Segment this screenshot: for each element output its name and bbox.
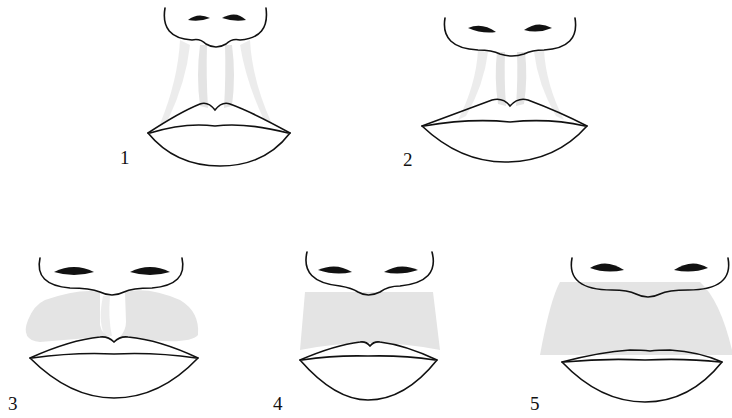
figure-number: 1: [120, 148, 130, 167]
figure-number: 4: [273, 394, 283, 413]
figure-number: 5: [530, 394, 540, 413]
figure-number: 2: [403, 150, 413, 169]
figure-number: 3: [8, 394, 18, 413]
